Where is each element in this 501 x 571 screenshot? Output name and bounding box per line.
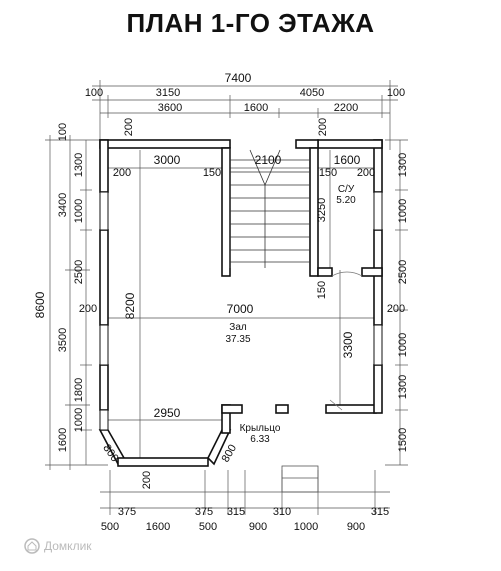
dim-left-1800: 1800 xyxy=(73,378,85,402)
dim-inner-2950: 2950 xyxy=(154,406,181,420)
plan-title: ПЛАН 1-ГО ЭТАЖА xyxy=(126,8,375,38)
dim-top-3600: 3600 xyxy=(158,102,182,114)
dim-bottom-375b: 375 xyxy=(195,506,213,518)
dim-inner-200-tl: 200 xyxy=(113,167,131,179)
dim-overall-width: 7400 xyxy=(225,71,252,85)
dim-inner-200-rt: 200 xyxy=(357,167,375,179)
dim-inner-8200: 8200 xyxy=(123,292,137,319)
dim-right-1300b: 1300 xyxy=(397,375,409,399)
dim-inner-150-a: 150 xyxy=(203,167,221,179)
dim-left-100: 100 xyxy=(57,123,69,141)
dimension-lines xyxy=(45,80,408,515)
dim-right-1300: 1300 xyxy=(397,153,409,177)
dim-bottom-375a: 375 xyxy=(118,506,136,518)
watermark-logo-icon xyxy=(24,538,40,554)
dim-bottom-900b: 900 xyxy=(347,521,365,533)
dim-bottom-315a: 315 xyxy=(227,506,245,518)
staircase xyxy=(229,148,310,268)
dim-top-4050: 4050 xyxy=(300,87,324,99)
room-porch-name: Крыльцо xyxy=(240,423,281,434)
dim-left-1000b: 1000 xyxy=(73,408,85,432)
dim-inner-7000: 7000 xyxy=(227,302,254,316)
room-porch-area: 6.33 xyxy=(250,434,270,445)
doors xyxy=(329,271,363,411)
porch-steps xyxy=(281,465,319,493)
dim-left-1600: 1600 xyxy=(57,428,69,452)
dim-inner-3300: 3300 xyxy=(341,331,355,358)
dim-top-100-left: 100 xyxy=(85,87,103,99)
dim-top-3150: 3150 xyxy=(156,87,180,99)
dim-top-100-right: 100 xyxy=(387,87,405,99)
room-hall-area: 37.35 xyxy=(225,334,250,345)
dim-inner-3000: 3000 xyxy=(154,153,181,167)
dim-right-2500: 2500 xyxy=(397,260,409,284)
watermark-text: Домклик xyxy=(44,539,92,553)
dim-left-1300: 1300 xyxy=(73,153,85,177)
dim-right-1000b: 1000 xyxy=(397,333,409,357)
dim-right-1000: 1000 xyxy=(397,199,409,223)
dim-bottom-500a: 500 xyxy=(101,521,119,533)
dim-top-2200: 2200 xyxy=(334,102,358,114)
dim-right-200: 200 xyxy=(387,303,405,315)
watermark: Домклик xyxy=(24,538,92,554)
dim-inner-150-c: 150 xyxy=(316,281,328,299)
dim-left-200: 200 xyxy=(79,303,97,315)
dim-top-1600: 1600 xyxy=(244,102,268,114)
dim-inner-1600: 1600 xyxy=(334,153,361,167)
dim-inner-200-top: 200 xyxy=(123,118,135,136)
walls xyxy=(98,139,383,467)
room-wc-name: С/У xyxy=(338,184,355,195)
dim-bottom-500b: 500 xyxy=(199,521,217,533)
dim-overall-height: 8600 xyxy=(33,291,47,318)
dim-inner-2100: 2100 xyxy=(255,153,282,167)
dim-bottom-1000: 1000 xyxy=(294,521,318,533)
windows xyxy=(99,191,383,431)
dim-bottom-310: 310 xyxy=(273,506,291,518)
dim-left-1000: 1000 xyxy=(73,199,85,223)
dim-inner-200-top2: 200 xyxy=(317,118,329,136)
dim-inner-3250: 3250 xyxy=(316,198,328,222)
dim-bottom-315b: 315 xyxy=(371,506,389,518)
dim-bottom-900a: 900 xyxy=(249,521,267,533)
dim-left-3500: 3500 xyxy=(57,328,69,352)
room-hall-name: Зал xyxy=(229,322,247,333)
dim-left-2500: 2500 xyxy=(73,260,85,284)
dim-right-1500: 1500 xyxy=(397,428,409,452)
dim-inner-150-b: 150 xyxy=(319,167,337,179)
dim-bottom-1600: 1600 xyxy=(146,521,170,533)
room-wc-area: 5.20 xyxy=(336,195,356,206)
dim-bottom-200: 200 xyxy=(141,471,153,489)
dim-left-3400: 3400 xyxy=(57,193,69,217)
